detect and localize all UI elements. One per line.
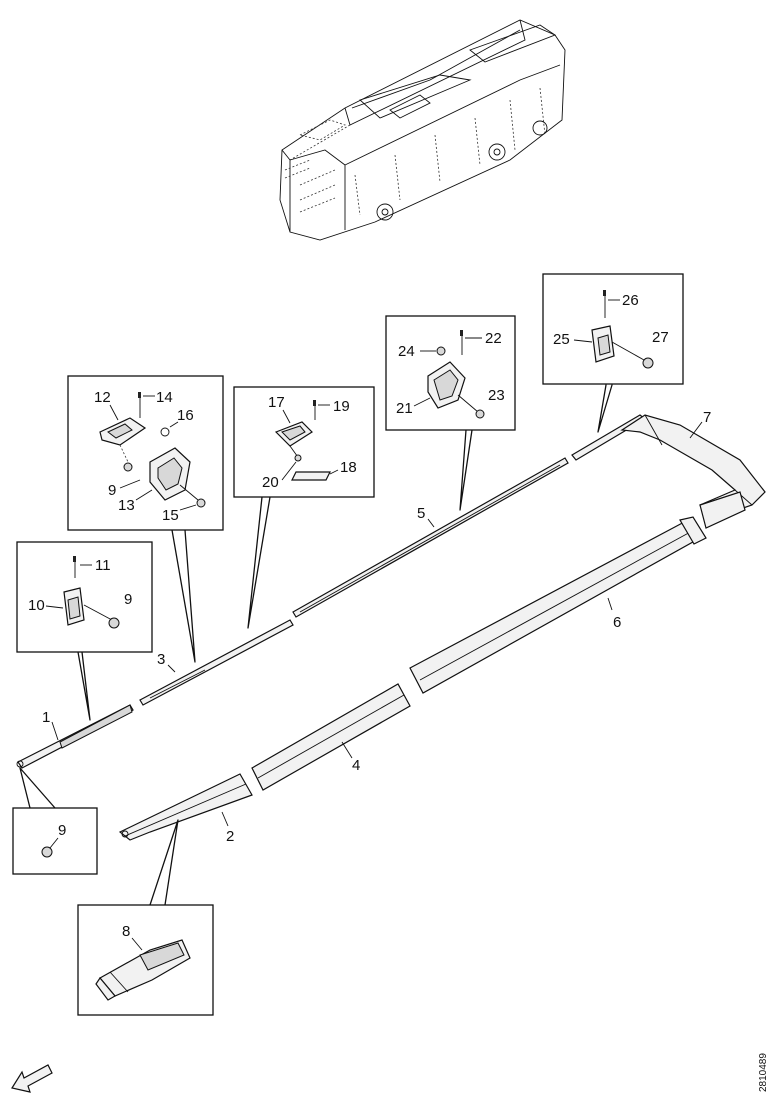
bus-illustration — [279, 19, 566, 241]
callout-9-lower: 9 — [58, 822, 66, 839]
detail-box-25-27: 26 25 27 — [542, 273, 684, 385]
callout-15: 15 — [162, 507, 179, 524]
reference-number: 2810489 — [758, 1053, 769, 1092]
detail-box-21-24: 22 24 23 21 — [385, 315, 516, 431]
callout-13: 13 — [118, 497, 135, 514]
callout-18: 18 — [340, 459, 357, 476]
callout-27: 27 — [652, 329, 669, 346]
part-7-joint — [699, 491, 746, 529]
leader-lines — [19, 384, 703, 906]
callout-22: 22 — [485, 330, 502, 347]
callout-25: 25 — [553, 331, 570, 348]
detail-box-17-20: 17 19 18 20 — [233, 386, 375, 498]
callout-19: 19 — [333, 398, 350, 415]
callout-4: 4 — [352, 757, 360, 774]
callout-6: 6 — [613, 614, 621, 631]
callout-8: 8 — [122, 923, 130, 940]
detail-box-12-16: 14 12 16 9 13 15 — [67, 375, 224, 531]
direction-arrow — [11, 1064, 53, 1093]
callout-3: 3 — [157, 651, 165, 668]
callout-16: 16 — [177, 407, 194, 424]
callout-5: 5 — [417, 505, 425, 522]
detail-box-10-11: 11 10 9 — [16, 541, 153, 653]
callout-12: 12 — [94, 389, 111, 406]
callout-24: 24 — [398, 343, 415, 360]
callout-9-upper: 9 — [124, 591, 132, 608]
callout-2: 2 — [226, 828, 234, 845]
callout-7: 7 — [703, 409, 711, 426]
main-callouts: 1 3 5 7 6 4 2 — [42, 409, 711, 845]
detail-box-9: 9 — [12, 807, 98, 875]
callout-21: 21 — [396, 400, 413, 417]
callout-11: 11 — [95, 557, 111, 574]
detail-box-8: 8 — [77, 904, 214, 1016]
callout-17: 17 — [268, 394, 285, 411]
callout-14: 14 — [156, 389, 173, 406]
callout-1: 1 — [42, 709, 50, 726]
callout-10: 10 — [28, 597, 45, 614]
roof-moulding-assembly — [16, 414, 766, 841]
callout-20: 20 — [262, 474, 279, 491]
callout-26: 26 — [622, 292, 639, 309]
callout-23: 23 — [488, 387, 505, 404]
callout-9-mid: 9 — [108, 482, 116, 499]
